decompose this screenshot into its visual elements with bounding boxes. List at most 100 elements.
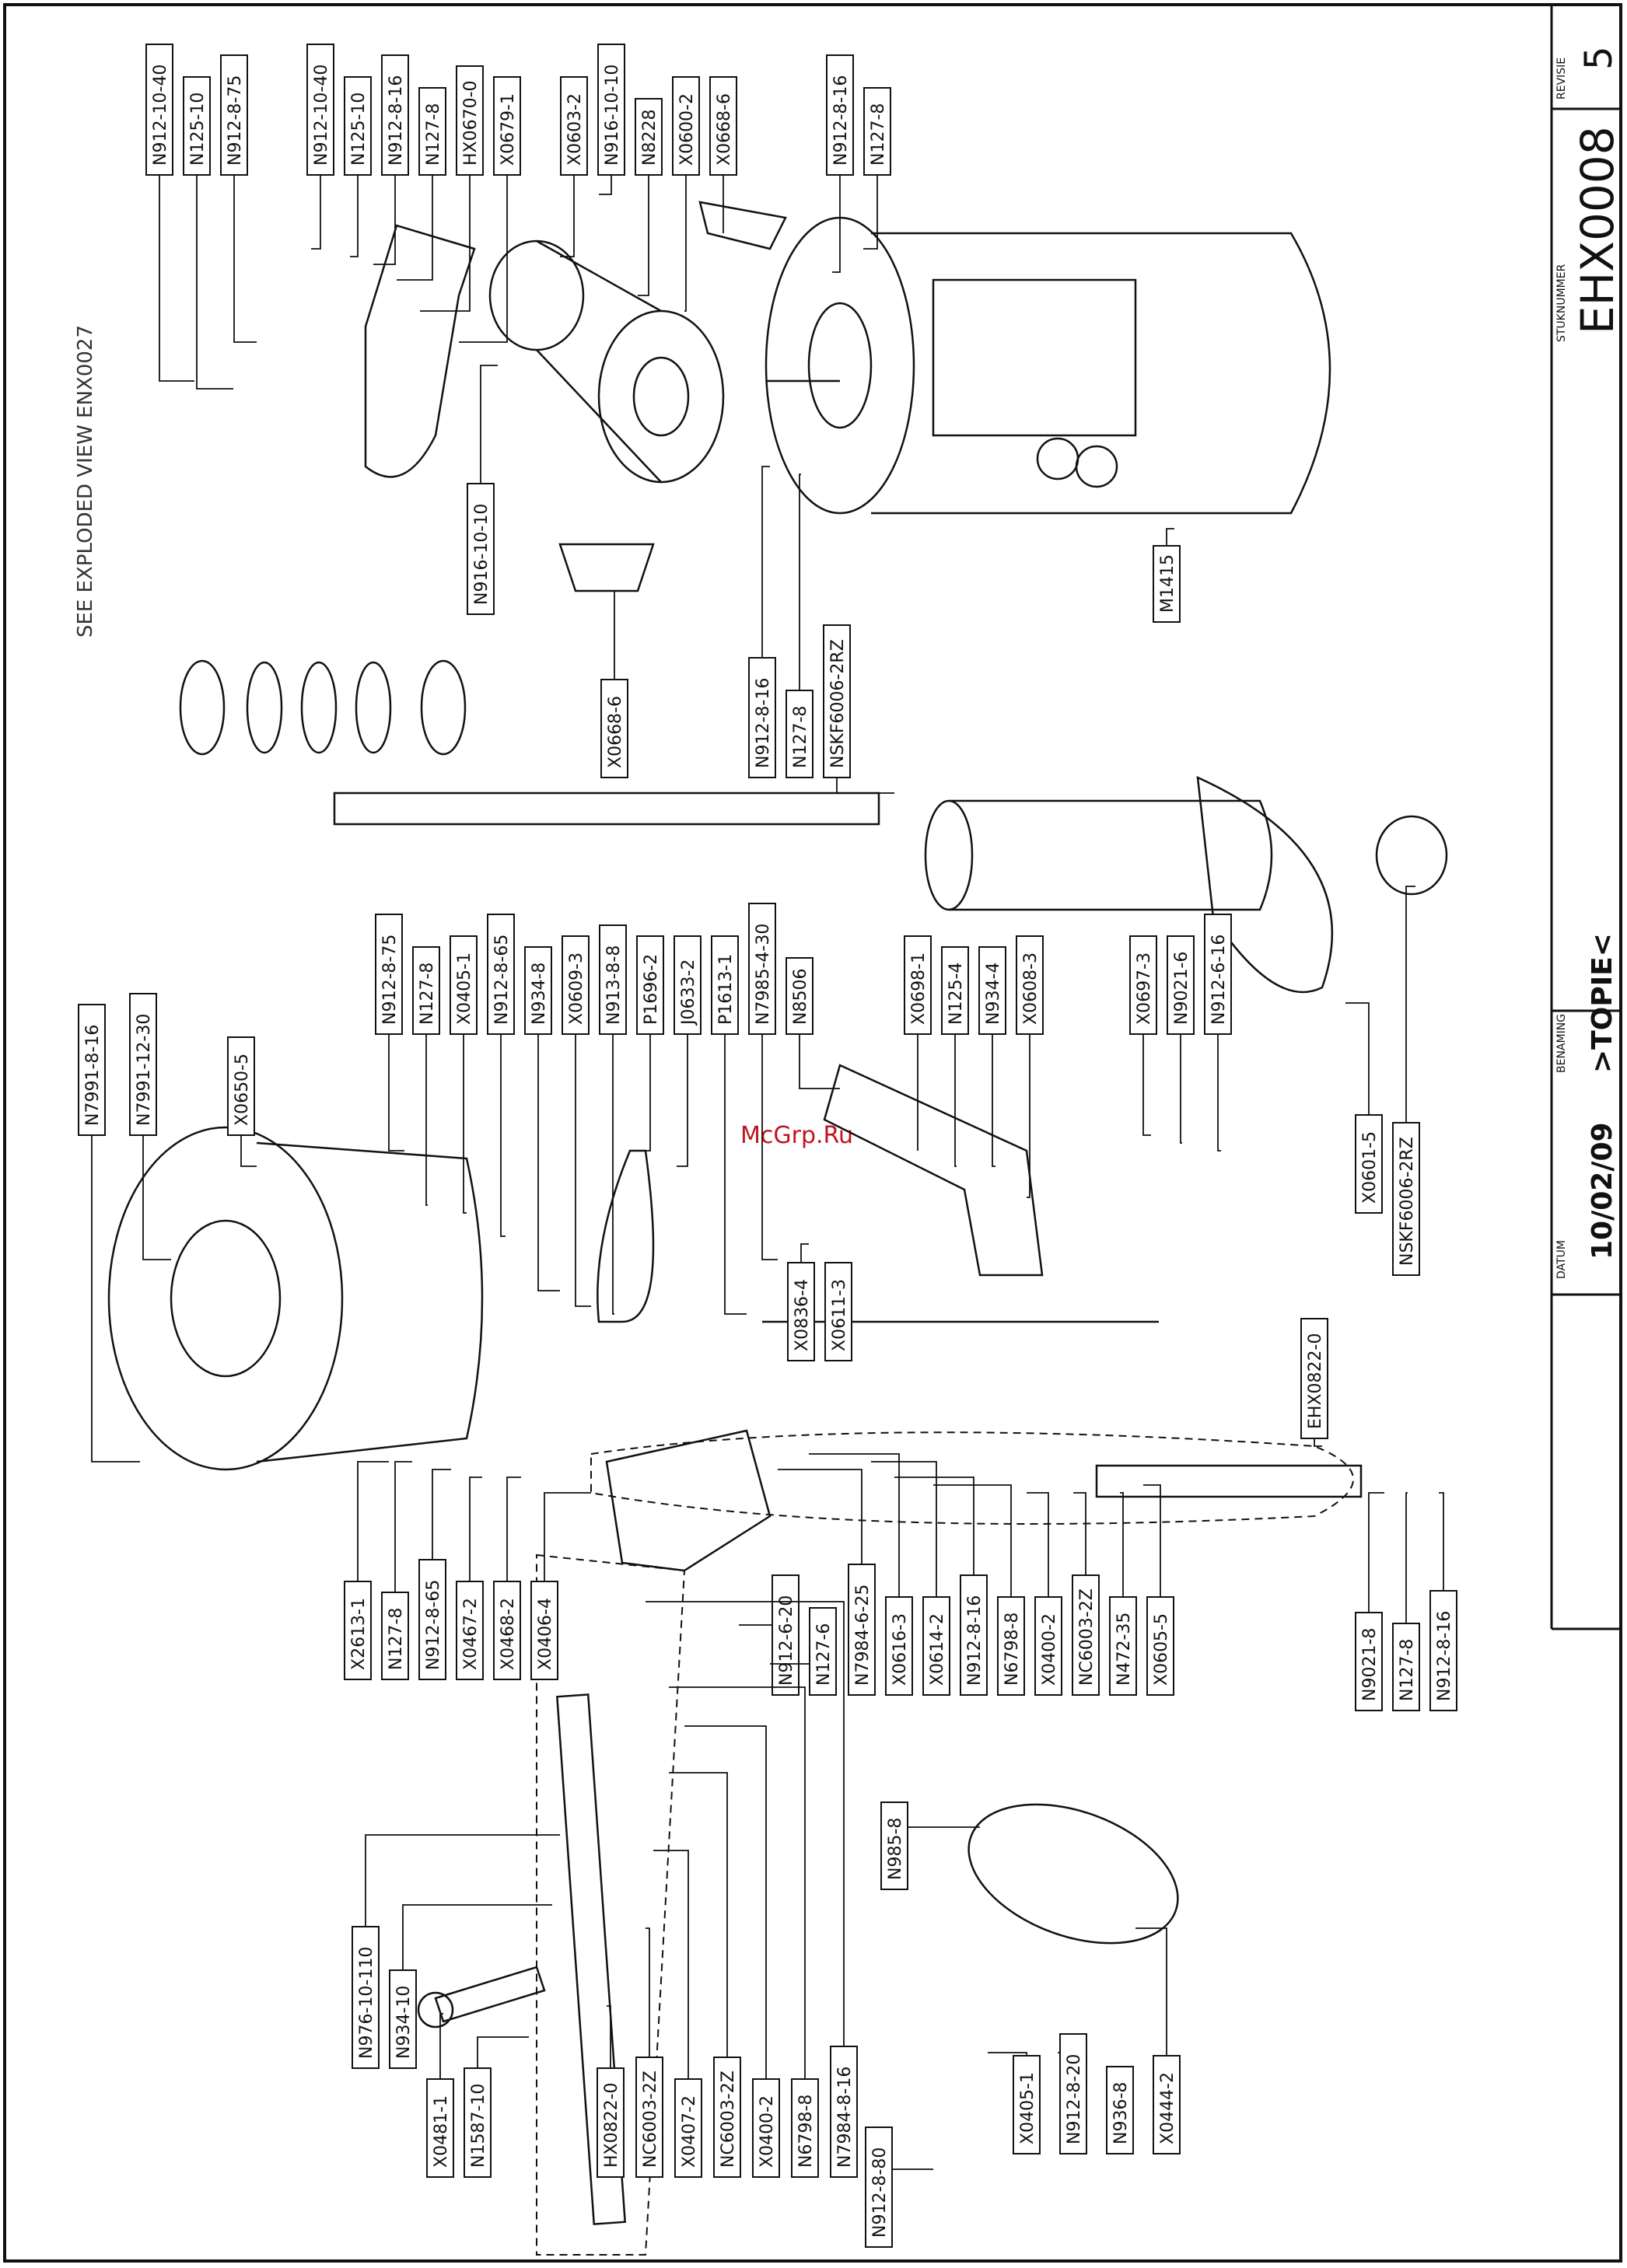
part-label: X0608-3 <box>1016 935 1044 1035</box>
part-label: N125-4 <box>941 946 969 1035</box>
part-label-text: X0444-2 <box>1158 2072 1177 2144</box>
leader-line <box>560 175 575 257</box>
part-label: N912-10-40 <box>306 44 334 176</box>
leader-line <box>159 175 194 382</box>
part-label-text: N916-10-10 <box>603 65 622 166</box>
part-label: N127-8 <box>381 1592 409 1680</box>
motor-bracket-part <box>364 224 476 478</box>
leader-line <box>836 778 894 794</box>
part-label-text: N934-10 <box>394 1986 414 2059</box>
leader-line <box>1073 1492 1086 1575</box>
part-label-text: NSKF6006-2RZ <box>828 639 848 768</box>
bracket-arm-part <box>823 1064 1044 1277</box>
part-label-text: X0698-1 <box>909 952 929 1025</box>
leader-line <box>500 1034 506 1237</box>
part-label: N912-8-75 <box>220 54 248 176</box>
part-label-text: NSKF6006-2RZ <box>1398 1137 1417 1266</box>
part-label: N912-10-40 <box>145 44 173 176</box>
part-label: X0616-3 <box>885 1596 913 1696</box>
leader-line <box>1345 1002 1370 1115</box>
handwheel-part <box>967 1803 1179 1945</box>
part-label-text: X2613-1 <box>349 1598 369 1670</box>
part-label-text: X0605-5 <box>1152 1613 1171 1686</box>
stuknummer-value: EHX0008 <box>1571 126 1624 334</box>
part-label: N127-8 <box>412 946 440 1035</box>
leader-line <box>684 1725 767 2079</box>
part-label: N916-10-10 <box>597 44 625 176</box>
part-label: X0405-1 <box>1013 2055 1041 2154</box>
leader-line <box>480 365 498 484</box>
part-label-text: N934-4 <box>984 963 1003 1025</box>
leader-line <box>432 1469 451 1560</box>
leader-line <box>1027 1034 1030 1198</box>
part-label: N912-8-16 <box>748 657 776 778</box>
part-label: X0600-2 <box>672 76 700 176</box>
part-label: NC6003-2Z <box>1072 1574 1100 1696</box>
part-label: X0697-3 <box>1129 935 1157 1035</box>
part-label-text: N125-4 <box>946 963 966 1025</box>
leader-line <box>863 175 878 250</box>
leader-line <box>357 1461 389 1581</box>
leader-line <box>646 1927 650 2057</box>
part-label: N916-10-10 <box>467 483 495 615</box>
part-label-text: X0468-2 <box>499 1598 518 1670</box>
small-bracket-part <box>558 543 655 592</box>
part-label: EHX0822-0 <box>1300 1318 1328 1439</box>
part-label: X0668-6 <box>709 76 737 176</box>
part-label: HX0670-0 <box>456 65 484 176</box>
part-label-text: N912-8-16 <box>965 1595 985 1686</box>
leader-line <box>506 1476 521 1581</box>
leader-line <box>832 175 841 273</box>
part-label: N913-8-8 <box>599 924 627 1035</box>
leader-line <box>653 1850 689 2079</box>
leader-line <box>1166 528 1174 546</box>
leader-line <box>638 175 649 296</box>
part-label-text: N1587-10 <box>469 2084 488 2168</box>
part-label-text: N127-8 <box>1398 1639 1417 1701</box>
part-label-text: P1696-2 <box>642 954 661 1025</box>
part-label-text: NC6003-2Z <box>719 2071 738 2168</box>
part-label-text: EHX0822-0 <box>1306 1333 1325 1429</box>
part-label-text: X0668-6 <box>606 696 625 768</box>
part-label: P1613-1 <box>711 935 739 1035</box>
part-label-text: N7991-8-16 <box>83 1025 103 1126</box>
leader-line <box>439 2013 443 2079</box>
part-label: N125-10 <box>183 76 211 176</box>
vertical-shaft-part <box>555 1693 627 2225</box>
motor-part <box>765 216 1331 515</box>
part-label-text: HX0822-0 <box>602 2082 621 2168</box>
part-label-text: N472-35 <box>1114 1613 1134 1686</box>
part-label: N912-6-16 <box>1204 914 1232 1035</box>
part-label: X0407-2 <box>674 2078 702 2178</box>
leader-line <box>350 175 359 257</box>
link-arm-part <box>597 1149 655 1323</box>
part-label-text: N127-8 <box>418 963 437 1025</box>
part-label: N912-8-16 <box>826 54 854 176</box>
part-label-text: X0608-3 <box>1021 952 1041 1025</box>
part-label-text: N985-8 <box>886 1818 905 1880</box>
leader-line <box>1120 1492 1124 1597</box>
leader-line <box>933 1484 1012 1597</box>
leader-line <box>402 1904 552 1970</box>
see-exploded-view-note: SEE EXPLODED VIEW ENX0027 <box>74 325 97 638</box>
flange-housing-part <box>107 1126 484 1471</box>
leader-line <box>954 1034 957 1167</box>
leader-line <box>1027 1492 1049 1597</box>
part-label: X0836-4 <box>787 1262 815 1361</box>
part-label: N127-8 <box>863 87 891 176</box>
leader-line <box>800 1243 809 1263</box>
part-label: N985-8 <box>880 1801 908 1890</box>
gearbox-part <box>605 1429 772 1572</box>
watermark: McGrp.Ru <box>740 1122 853 1149</box>
part-label: J0633-2 <box>674 935 702 1035</box>
part-label: X0698-1 <box>904 935 932 1035</box>
revisie-caption: REVISIE <box>1555 58 1568 100</box>
datum-caption: DATUM <box>1555 1240 1568 1279</box>
leader-line <box>91 1135 140 1462</box>
part-label: N936-8 <box>1106 2066 1134 2154</box>
part-label-text: N7985-4-30 <box>754 924 773 1025</box>
part-label: X0603-2 <box>560 76 588 176</box>
part-label: N912-8-20 <box>1059 2033 1087 2154</box>
part-label-text: N912-10-40 <box>312 65 331 166</box>
